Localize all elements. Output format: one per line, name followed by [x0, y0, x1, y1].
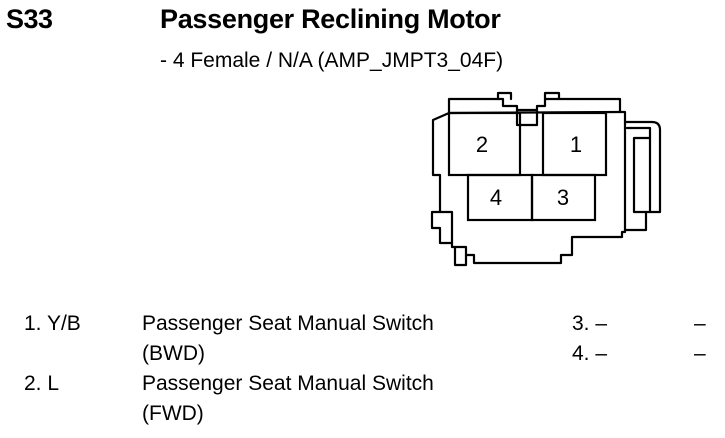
- cavity-3-box: [530, 173, 597, 222]
- cavity-4-label: 4: [490, 185, 502, 210]
- cavity-3-label: 3: [557, 185, 569, 210]
- left-flange: [438, 210, 454, 245]
- cavity-1-label: 1: [570, 132, 582, 157]
- left-latch-tab: [453, 245, 468, 257]
- cavity-2-label: 2: [476, 132, 488, 157]
- pin-description-line2: (BWD): [142, 342, 205, 365]
- key-slot: [515, 108, 539, 127]
- connector-spec: - 4 Female / N/A (AMP_JMPT3_04F): [160, 49, 504, 72]
- connector-code: S33: [6, 4, 53, 34]
- top-bump-right: [543, 91, 561, 101]
- pin-number: 2. L: [24, 372, 60, 395]
- page-title: Passenger Reclining Motor: [160, 4, 501, 34]
- pin-description-line1: Passenger Seat Manual Switch: [142, 312, 434, 335]
- pin-description-line1: Passenger Seat Manual Switch: [142, 372, 434, 395]
- right-latch-inner: [625, 126, 652, 214]
- pin-number: 4. –: [572, 342, 608, 365]
- pin-description-line2: (FWD): [142, 402, 204, 425]
- pin-number: 3. –: [572, 312, 608, 335]
- pin-number: 1. Y/B: [24, 312, 81, 335]
- pin-description: –: [694, 312, 706, 335]
- top-bump-left: [496, 91, 513, 101]
- pin-description: –: [694, 342, 706, 365]
- right-latch-outer: [623, 120, 662, 232]
